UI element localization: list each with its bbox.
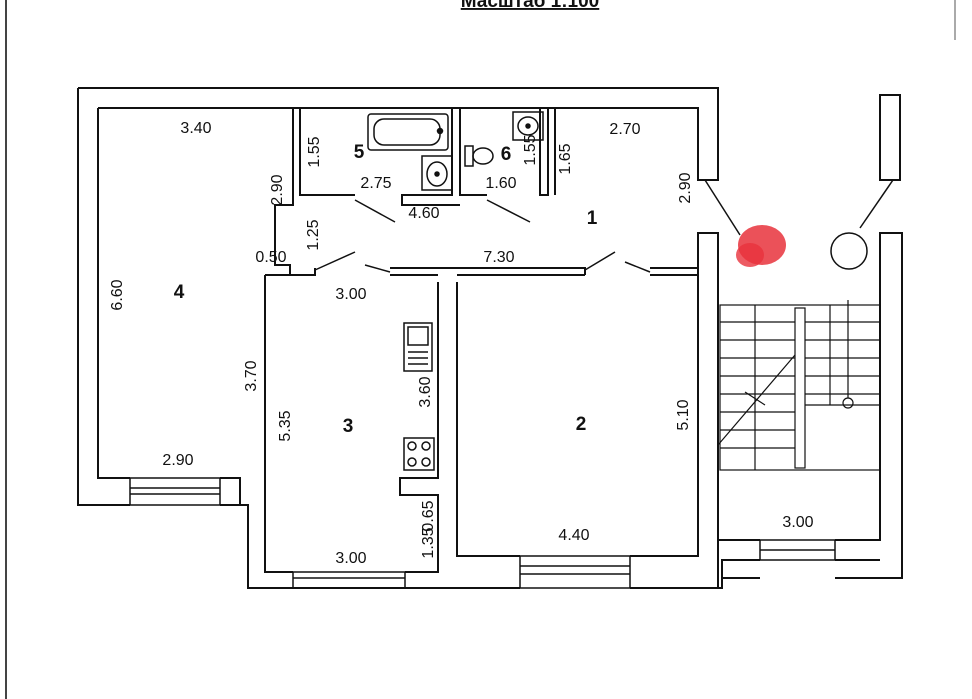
dim-1-65: 1.65 xyxy=(557,143,574,174)
red-scribble-mark xyxy=(736,225,786,267)
room-label-4: 4 xyxy=(174,282,185,303)
dim-1-60: 1.60 xyxy=(485,175,516,192)
dim-2-90-b: 2.90 xyxy=(677,172,694,203)
room-label-5: 5 xyxy=(354,142,365,163)
dim-3-00-kitchen: 3.00 xyxy=(335,286,366,303)
dim-0-50: 0.50 xyxy=(255,249,286,266)
bathtub-icon xyxy=(367,113,449,151)
room-label-1: 1 xyxy=(587,208,598,229)
dim-0-65: 0.65 xyxy=(420,500,437,531)
doors xyxy=(314,179,894,273)
dim-2-90-a: 2.90 xyxy=(269,174,286,205)
staircase xyxy=(717,300,881,471)
sink-icon-2 xyxy=(512,111,544,141)
round-column xyxy=(830,232,868,270)
dim-3-60: 3.60 xyxy=(417,376,434,407)
dim-5-10: 5.10 xyxy=(675,399,692,430)
dim-1-55-a: 1.55 xyxy=(306,136,323,167)
dim-4-60: 4.60 xyxy=(408,205,439,222)
dim-3-00-bottom: 3.00 xyxy=(335,550,366,567)
stove-icon xyxy=(403,437,435,471)
dim-1-25: 1.25 xyxy=(305,219,322,250)
dim-1-35: 1.35 xyxy=(420,527,437,558)
interior-walls xyxy=(265,108,698,276)
dim-2-75: 2.75 xyxy=(360,175,391,192)
dim-7-30: 7.30 xyxy=(483,249,514,266)
dim-2-70: 2.70 xyxy=(609,121,640,138)
room-label-3: 3 xyxy=(343,416,354,437)
windows xyxy=(129,477,836,589)
dim-5-35: 5.35 xyxy=(277,410,294,441)
toilet-icon xyxy=(464,145,494,167)
room-label-6: 6 xyxy=(501,144,512,165)
dim-1-55-b: 1.55 xyxy=(522,134,539,165)
scale-title: Масштаб 1:100 xyxy=(461,0,600,12)
dim-4-40: 4.40 xyxy=(558,527,589,544)
dim-3-00-stair: 3.00 xyxy=(782,514,813,531)
kitchen-sink-icon xyxy=(403,322,433,372)
dim-3-40: 3.40 xyxy=(180,120,211,137)
dim-3-70: 3.70 xyxy=(243,360,260,391)
outer-walls xyxy=(77,87,903,589)
room-label-2: 2 xyxy=(576,414,587,435)
sink-icon xyxy=(421,155,453,191)
dim-2-90-window: 2.90 xyxy=(162,452,193,469)
dim-6-60: 6.60 xyxy=(109,279,126,310)
